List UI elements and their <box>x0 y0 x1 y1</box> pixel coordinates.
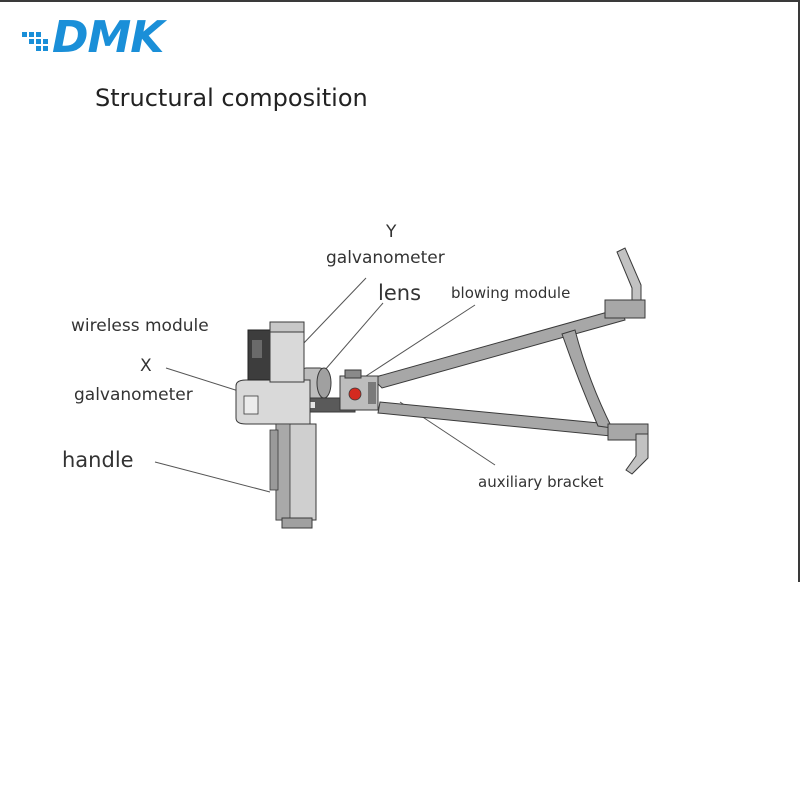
label-auxiliary-bracket: auxiliary bracket <box>478 473 604 491</box>
auxiliary-bracket-shape <box>371 247 649 475</box>
logo-dots-icon <box>22 32 48 51</box>
wireless-module-shape <box>247 321 305 383</box>
leader-x-galvanometer <box>165 367 249 395</box>
leader-handle <box>154 461 271 493</box>
x-galvanometer-shape <box>235 379 311 425</box>
top-border <box>0 0 800 2</box>
label-y: Y <box>386 222 397 242</box>
label-blowing-module: blowing module <box>451 284 571 302</box>
logo-text: DMK <box>52 12 164 63</box>
leader-y-galvanometer <box>301 277 367 346</box>
blowing-module-shape <box>339 369 379 411</box>
dmk-logo: DMK <box>18 14 178 64</box>
label-handle: handle <box>62 448 134 472</box>
leader-lines <box>154 277 496 493</box>
page-title: Structural composition <box>95 84 368 112</box>
right-border <box>798 0 800 582</box>
label-wireless-module: wireless module <box>71 316 209 336</box>
handle-shape <box>269 423 317 529</box>
leader-blowing-module <box>362 304 476 379</box>
label-lens: lens <box>378 281 422 305</box>
label-x-galvanometer: galvanometer <box>74 385 193 405</box>
label-x: X <box>140 356 152 376</box>
label-y-galvanometer: galvanometer <box>326 248 445 268</box>
leader-lens <box>317 302 384 379</box>
